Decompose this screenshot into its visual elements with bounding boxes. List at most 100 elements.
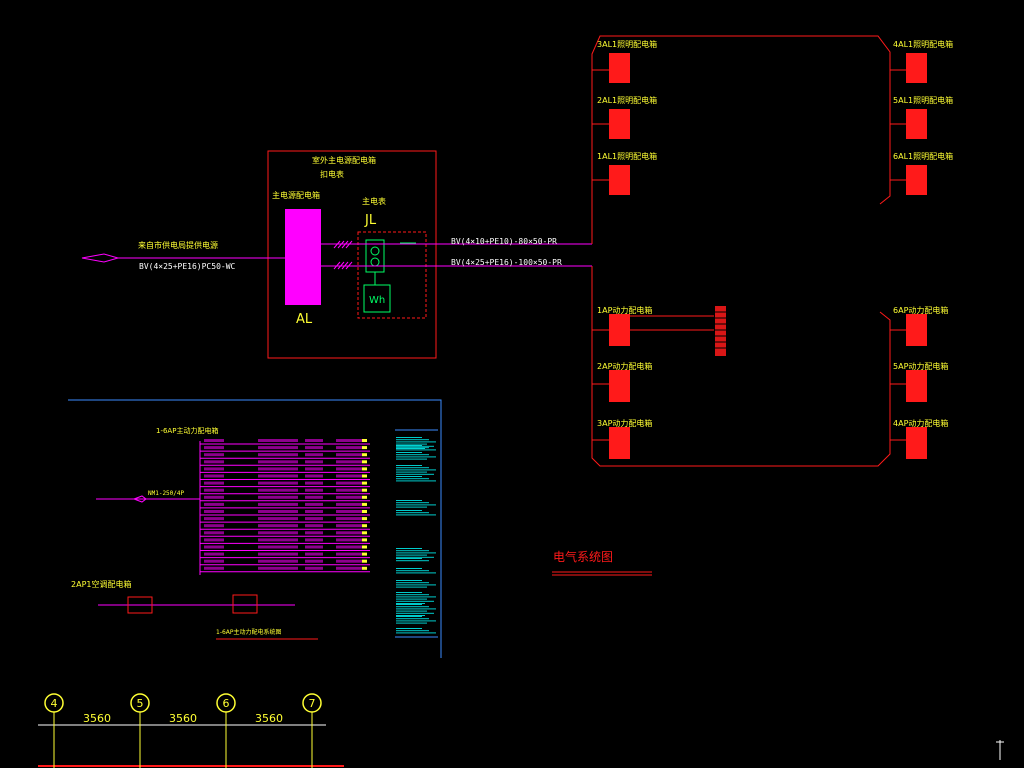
power-panels-right: 6AP动力配电箱 5AP动力配电箱 4AP动力配电箱 <box>893 305 948 459</box>
schedule-branch-rows <box>200 439 370 573</box>
schedule-row-text-mark <box>305 524 323 528</box>
note-line <box>396 598 427 600</box>
schedule-row-text-mark <box>336 559 362 563</box>
lighting-panels-left: 3AL1照明配电箱 2AL1照明配电箱 1AL1照明配电箱 <box>597 39 657 195</box>
schedule-row-text-mark <box>258 460 298 464</box>
schedule-row-text-mark <box>336 439 362 442</box>
schedule-row-text-mark <box>258 559 298 563</box>
schedule-row-text-mark <box>336 524 362 528</box>
schedule-row-text-mark <box>258 446 298 450</box>
note-line <box>396 558 422 559</box>
note-line <box>396 596 436 598</box>
schedule-row-text-mark <box>305 559 323 563</box>
schedule-row-rating-mark <box>362 446 367 450</box>
panel-3al1 <box>609 53 630 83</box>
label-6ap: 6AP动力配电箱 <box>893 305 948 315</box>
schedule-row-text-mark <box>305 566 323 570</box>
note-line <box>396 600 434 602</box>
incoming-cable: BV(4×25+PE16)PC50-WC <box>139 262 236 271</box>
schedule-row-text-mark <box>204 538 224 542</box>
busway-tap <box>715 306 726 356</box>
schedule-row-text-mark <box>336 467 362 471</box>
schedule-row-text-mark <box>204 488 224 492</box>
schedule-row-text-mark <box>258 495 298 499</box>
note-line <box>396 471 427 473</box>
power-ring <box>591 266 907 467</box>
drawing-title: 电气系统图 <box>553 549 613 564</box>
note-line <box>396 447 429 449</box>
note-line <box>396 476 422 477</box>
note-line <box>396 473 434 475</box>
note-line <box>396 449 436 451</box>
panel-4ap <box>906 427 927 459</box>
schedule-row-text-mark <box>305 510 323 513</box>
power-feeder-cable: BV(4×25+PE16)-100×50-PR <box>451 258 562 267</box>
schedule-row-text-mark <box>336 538 362 542</box>
schedule-row-text-mark <box>258 510 298 513</box>
schedule-row-text-mark <box>305 502 323 506</box>
main-box-title: 室外主电源配电箱 <box>312 155 376 165</box>
label-5al1: 5AL1照明配电箱 <box>893 95 953 105</box>
note-line <box>396 441 436 443</box>
schedule-row-text-mark <box>336 495 362 499</box>
note-line <box>396 603 425 604</box>
schedule-row-text-mark <box>204 517 224 521</box>
schedule-row-text-mark <box>305 495 323 499</box>
schedule-row-text-mark <box>258 467 298 471</box>
schedule-row-text-mark <box>305 446 323 450</box>
schedule-row-text-mark <box>204 545 224 549</box>
label-3al1: 3AL1照明配电箱 <box>597 39 657 49</box>
schedule-row-text-mark <box>204 446 224 450</box>
schedule-row-text-mark <box>336 481 362 485</box>
lighting-panels-right: 4AL1照明配电箱 5AL1照明配电箱 6AL1照明配电箱 <box>893 39 953 195</box>
note-line <box>396 458 427 460</box>
note-line <box>396 437 422 438</box>
schedule-row-text-mark <box>305 488 323 492</box>
note-line <box>396 570 429 572</box>
axis-span: 3560 <box>83 712 111 725</box>
schedule-row-rating-mark <box>362 566 367 570</box>
subpanel-label: 2AP1空调配电箱 <box>71 579 131 589</box>
schedule-row-rating-mark <box>362 439 367 442</box>
schedule-row-text-mark <box>258 453 298 457</box>
schedule-row-text-mark <box>204 502 224 506</box>
schedule-row-text-mark <box>336 517 362 521</box>
panel-6al1 <box>906 165 927 195</box>
schedule-row-text-mark <box>204 481 224 485</box>
note-line <box>396 504 436 506</box>
schedule-row-rating-mark <box>362 552 367 556</box>
meter-box-code: JL <box>364 213 377 228</box>
note-line <box>396 628 422 629</box>
schedule-row-rating-mark <box>362 495 367 499</box>
schedule-row-text-mark <box>336 566 362 570</box>
note-line <box>396 502 429 504</box>
schedule-row-text-mark <box>305 517 323 521</box>
schedule-row-text-mark <box>204 495 224 499</box>
schedule-row-text-mark <box>258 566 298 570</box>
note-line <box>396 612 434 614</box>
note-line <box>396 506 427 508</box>
schedule-notes <box>396 437 436 634</box>
note-line <box>396 572 436 574</box>
axis-label: 4 <box>51 697 58 710</box>
axis-span: 3560 <box>255 712 283 725</box>
schedule-row-text-mark <box>258 481 298 485</box>
note-line <box>396 514 436 516</box>
axis-span: 3560 <box>169 712 197 725</box>
schedule-row-text-mark <box>204 552 224 556</box>
lighting-feeder-cable: BV(4×10+PE10)-80×50-PR <box>451 237 557 246</box>
incoming-arrow <box>81 253 285 263</box>
schedule-row-text-mark <box>204 474 224 478</box>
panel-5al1 <box>906 109 927 139</box>
schedule-row-text-mark <box>305 439 323 442</box>
note-line <box>396 448 425 449</box>
schedule-row-text-mark <box>305 467 323 471</box>
label-2al1: 2AL1照明配电箱 <box>597 95 657 105</box>
schedule-frame <box>68 399 442 658</box>
schedule-row-rating-mark <box>362 559 367 563</box>
lighting-ring <box>591 35 907 244</box>
label-1al1: 1AL1照明配电箱 <box>597 151 657 161</box>
schedule-row-text-mark <box>305 531 323 535</box>
